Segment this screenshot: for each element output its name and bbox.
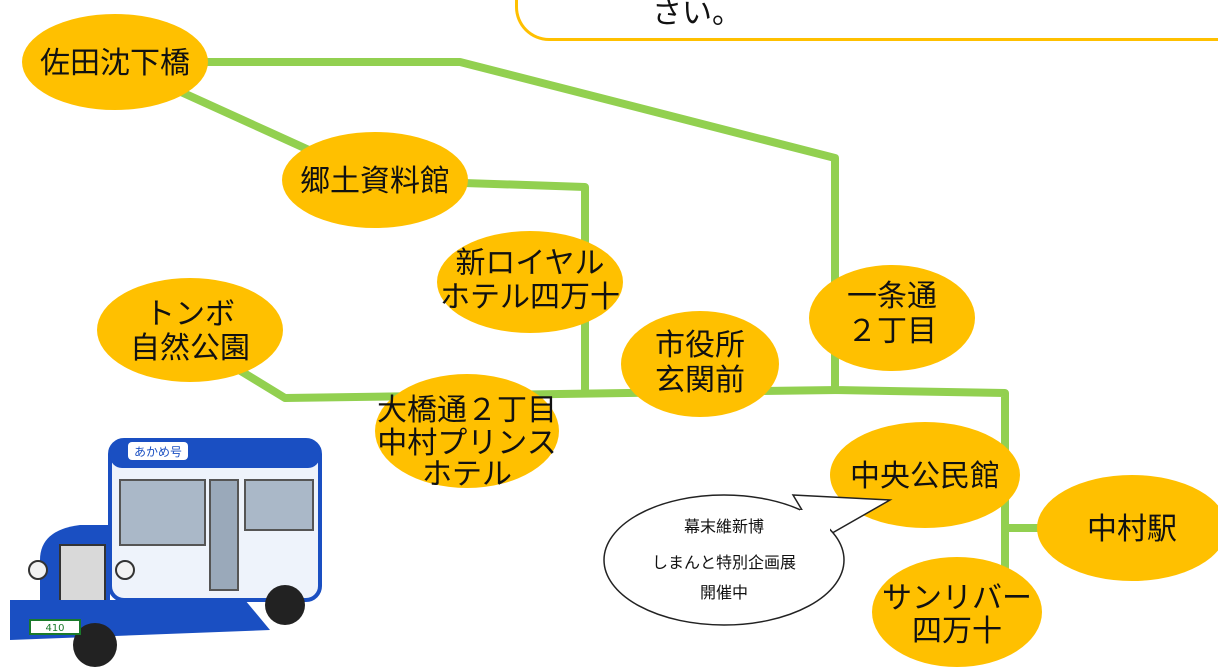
stop-nakamura[interactable]: 中村駅 (1037, 475, 1218, 581)
banner-box (515, 0, 1218, 41)
stop-label-line1: 新ロイヤル (455, 246, 604, 281)
speech-bubble: 幕末維新博 しまんと特別企画展 開催中 (603, 494, 893, 626)
bus-illustration: あかめ号 410 (10, 438, 322, 667)
stop-ichijo[interactable]: 一条通 ２丁目 (809, 265, 975, 371)
stop-label-line1: サンリバー (882, 581, 1032, 616)
bus-sign: あかめ号 (134, 445, 182, 459)
stop-label-line3: ホテル (422, 457, 512, 492)
stop-royal[interactable]: 新ロイヤル ホテル四万十 (437, 231, 623, 333)
stop-label-line2: 玄関前 (655, 363, 745, 398)
stop-ohashi[interactable]: 大橋通２丁目 中村プリンス ホテル (375, 374, 559, 492)
stop-label-line1: 一条通 (847, 279, 937, 314)
stop-label-line1: 市役所 (655, 328, 745, 363)
stop-label-line1: トンボ (145, 297, 235, 332)
stop-label-line2: ２丁目 (847, 314, 937, 349)
stop-label: 中村駅 (1087, 512, 1177, 547)
stop-shiyakusho[interactable]: 市役所 玄関前 (621, 311, 779, 417)
bus-plate: 410 (45, 623, 64, 634)
stop-label-line2: 中村プリンス (377, 426, 556, 461)
stop-label-line2: 自然公園 (130, 331, 250, 366)
stop-label: 郷土資料館 (300, 164, 450, 199)
stop-label: 中央公民館 (850, 459, 1000, 494)
stop-label-line2: ホテル四万十 (440, 280, 620, 315)
stop-label: 佐田沈下橋 (40, 46, 190, 81)
bubble-line3: 開催中 (700, 583, 748, 602)
stop-sunriver[interactable]: サンリバー 四万十 (872, 557, 1042, 667)
stop-label-line1: 大橋通２丁目 (377, 393, 557, 428)
stop-sadachinka[interactable]: 佐田沈下橋 (22, 14, 208, 110)
banner-text: さい。 (652, 0, 742, 31)
bubble-line2: しまんと特別企画展 (652, 553, 796, 572)
bubble-line1: 幕末維新博 (684, 517, 764, 536)
stop-label-line2: 四万十 (912, 614, 1002, 649)
stop-kyodo[interactable]: 郷土資料館 (282, 132, 468, 228)
route-top (111, 58, 1009, 624)
stop-tonbo[interactable]: トンボ 自然公園 (97, 278, 283, 382)
